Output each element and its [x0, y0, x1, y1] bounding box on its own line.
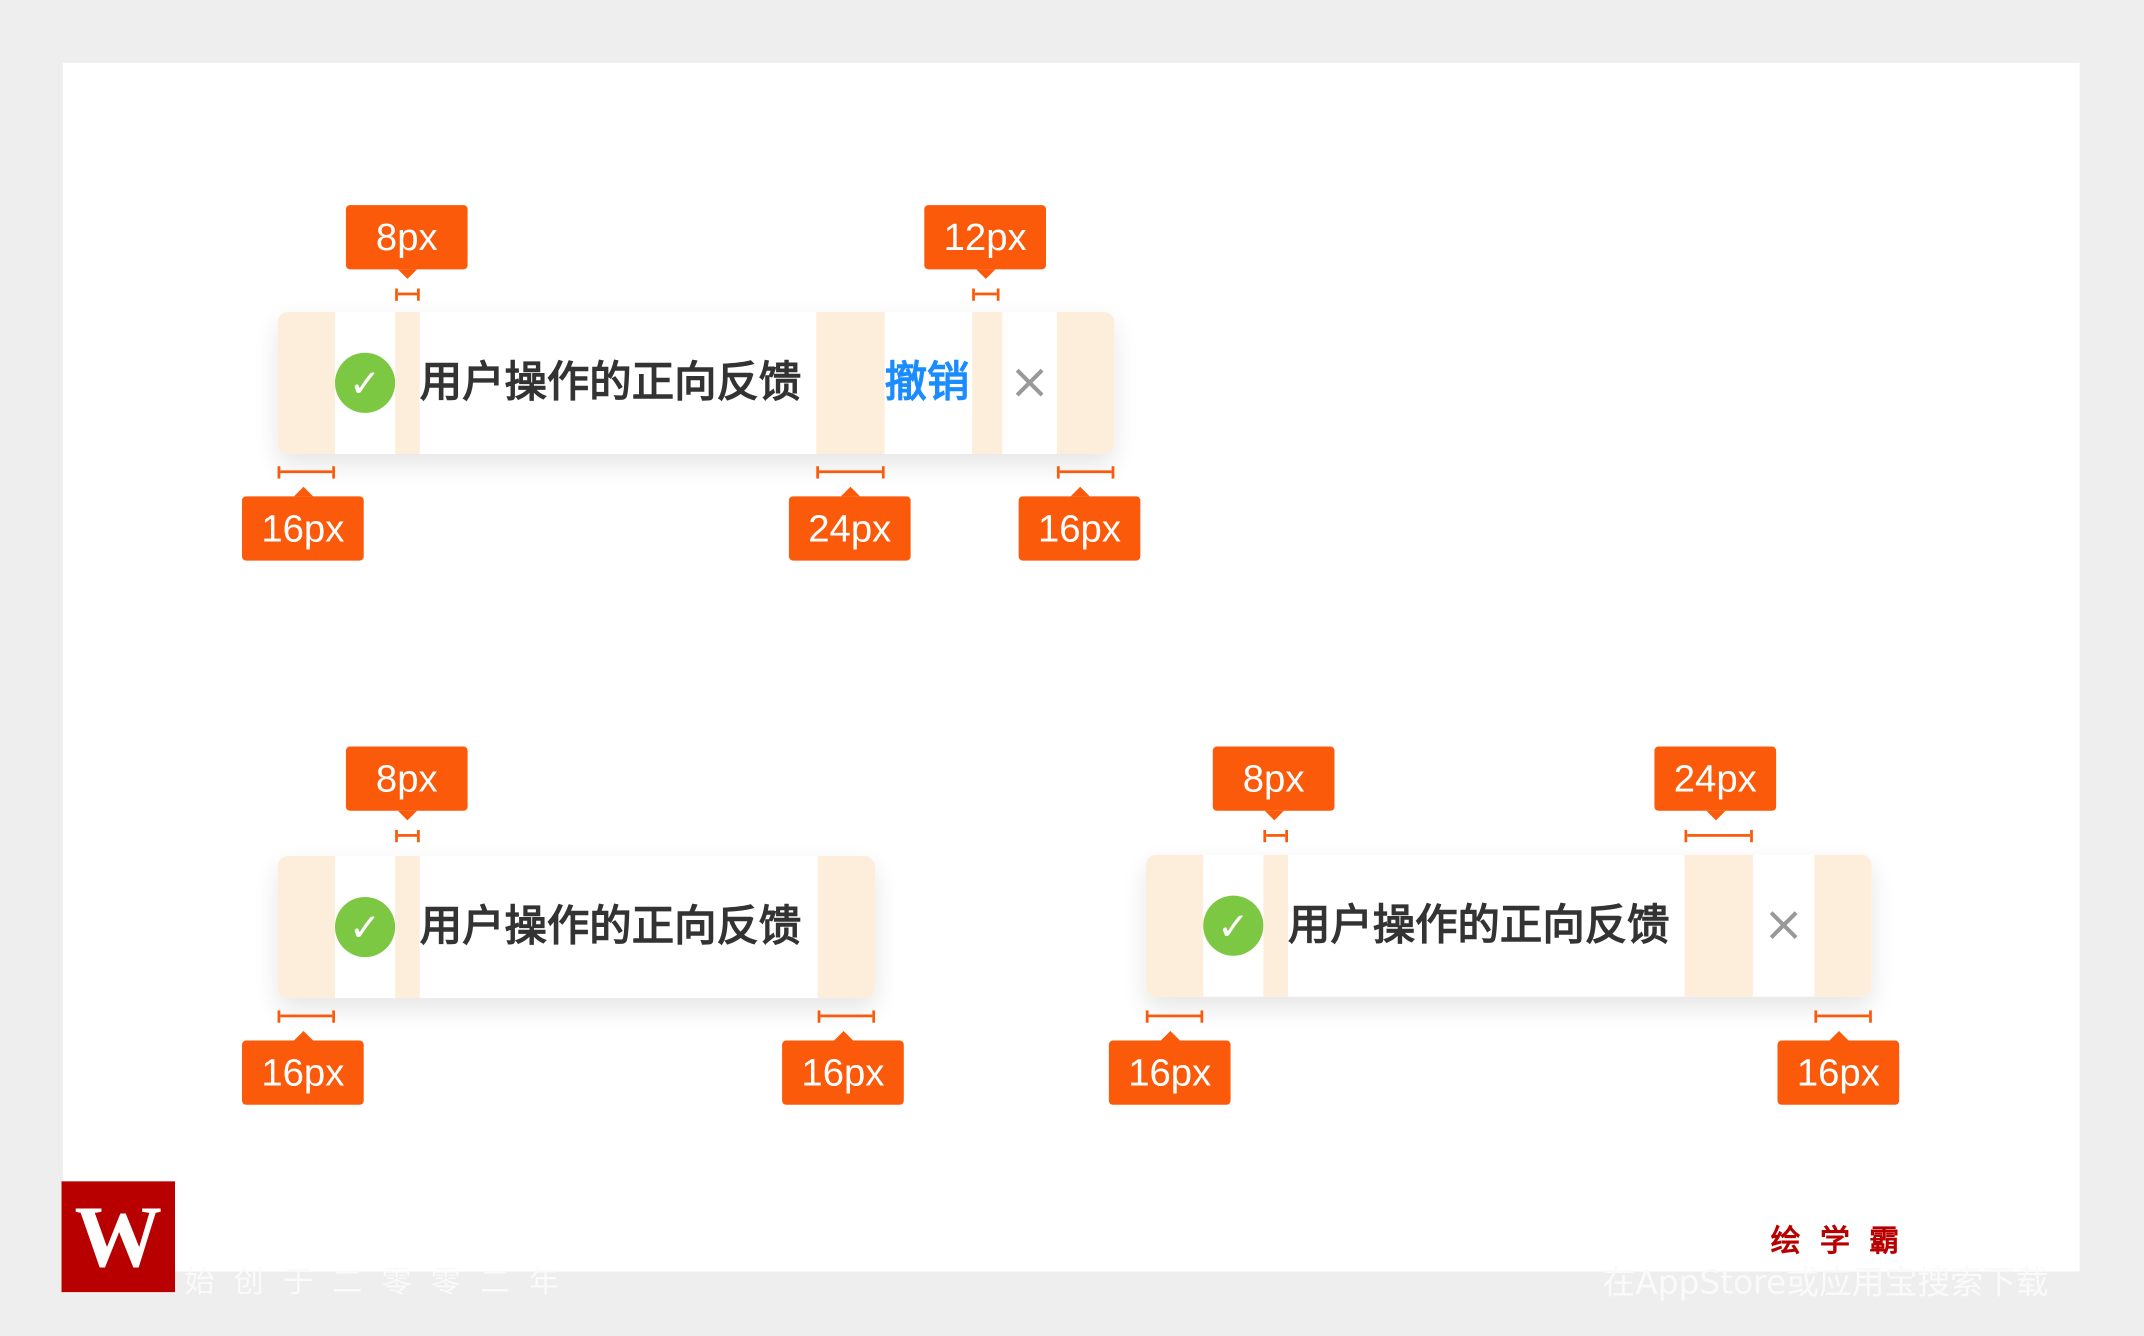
measure-icon-gap	[1263, 829, 1288, 843]
icon-gap	[395, 311, 420, 454]
annotation-right-pad: 16px	[782, 1030, 904, 1105]
measure-action-gap	[972, 288, 1000, 301]
close-icon[interactable]: ×	[1008, 354, 1051, 411]
measure-right-pad	[1814, 1010, 1872, 1023]
annotation-right-pad: 16px	[1018, 486, 1141, 561]
toast-with-close: ✓ 用户操作的正向反馈 ×	[1145, 854, 1872, 997]
watermark-brand: 绘学霸	[1770, 1225, 1919, 1260]
annotation-icon-gap: 8px	[1212, 746, 1335, 821]
annotation-text-gap: 24px	[1654, 746, 1777, 821]
annotation-left-pad: 16px	[242, 486, 364, 561]
annotation-icon-gap: 8px	[345, 205, 468, 279]
annotation-action-gap: 12px	[924, 205, 1046, 279]
annotation-left-pad: 16px	[1108, 1030, 1231, 1105]
measure-text-gap	[1684, 829, 1753, 843]
measure-right-pad	[817, 1010, 876, 1023]
watermark-slogan: 始创于二零零二年	[184, 1266, 579, 1301]
action-gap	[972, 311, 1003, 454]
right-padding	[1056, 311, 1115, 454]
toast-message: 用户操作的正向反馈	[419, 902, 802, 952]
watermark-logo: W	[61, 1181, 176, 1293]
annotation-left-pad: 16px	[242, 1030, 364, 1105]
icon-gap	[1263, 854, 1288, 997]
toast-message: 用户操作的正向反馈	[419, 358, 802, 408]
right-padding	[817, 855, 876, 999]
success-check-icon: ✓	[334, 896, 396, 958]
left-padding	[277, 311, 335, 454]
right-padding	[1814, 854, 1872, 997]
measure-icon-gap	[395, 829, 420, 843]
icon-gap	[395, 855, 420, 999]
annotation-text-gap: 24px	[788, 486, 911, 561]
text-gap	[1684, 854, 1753, 997]
success-check-icon: ✓	[1203, 895, 1264, 956]
measure-left-pad	[277, 1010, 335, 1023]
measure-left-pad	[1145, 1010, 1204, 1023]
watermark-download-text: 在AppStore或应用宝搜索下载	[1602, 1263, 2049, 1302]
measure-right-pad	[1056, 466, 1115, 479]
text-gap	[816, 311, 885, 454]
measure-icon-gap	[395, 288, 420, 301]
annotation-right-pad: 16px	[1777, 1030, 1900, 1105]
left-padding	[277, 855, 335, 999]
success-check-icon: ✓	[334, 352, 396, 413]
measure-left-pad	[277, 466, 335, 479]
close-icon[interactable]: ×	[1763, 896, 1805, 954]
toast-with-undo-and-close: ✓ 用户操作的正向反馈 撤销 ×	[277, 311, 1115, 454]
toast-message: 用户操作的正向反馈	[1287, 901, 1670, 951]
undo-button[interactable]: 撤销	[884, 358, 970, 408]
measure-text-gap	[816, 466, 885, 479]
toast-simple: ✓ 用户操作的正向反馈	[277, 855, 876, 999]
left-padding	[1145, 854, 1204, 997]
annotation-icon-gap: 8px	[345, 746, 468, 821]
